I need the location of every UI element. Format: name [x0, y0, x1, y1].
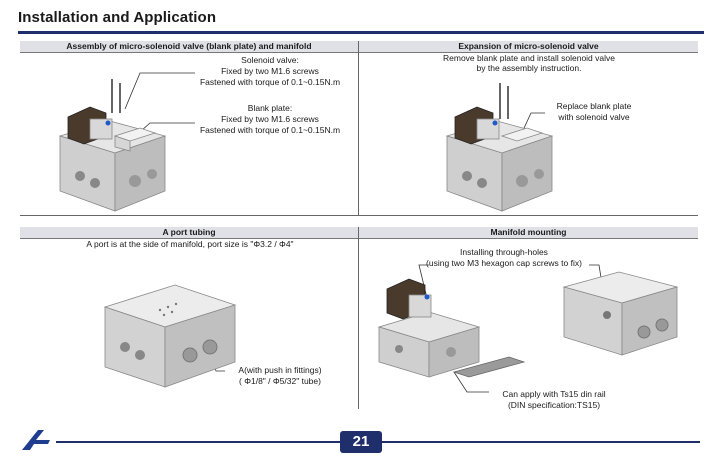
panel-assembly: Assembly of micro-solenoid valve (blank … [20, 41, 358, 215]
holes-callout-line2: (using two M3 hexagon cap screws to fix) [426, 258, 582, 268]
solenoid-torque: Fastened with torque of 0.1~0.15N.m [199, 77, 341, 87]
panel-header: Assembly of micro-solenoid valve (blank … [20, 41, 358, 53]
expansion-desc-line2: by the assembly instruction. [476, 63, 582, 73]
manifold-assembly-illustration [58, 72, 195, 212]
panel-header: A port tubing [20, 227, 358, 239]
expansion-desc-line1: Remove blank plate and install solenoid … [443, 53, 615, 63]
page-title: Installation and Application [18, 9, 217, 26]
aport-illustration [103, 284, 237, 388]
aport-callout-line2: ( Φ1/8" / Φ5/32" tube) [239, 376, 321, 386]
page-number: 21 [340, 431, 382, 453]
panel-header: Expansion of micro-solenoid valve [359, 41, 698, 53]
blank-fix: Fixed by two M1.6 screws [221, 114, 319, 124]
replace-callout-line1: Replace blank plate [556, 101, 632, 111]
replace-callout-line2: with solenoid valve [558, 112, 630, 122]
divider [358, 41, 359, 215]
solenoid-label: Solenoid valve: [241, 55, 299, 65]
panel-header: Manifold mounting [359, 227, 698, 239]
mounting-illustration [377, 264, 679, 393]
holes-callout-line1: Installing through-holes [460, 247, 548, 257]
expansion-illustration [445, 83, 554, 212]
panel-mounting: Manifold mounting Installing through-hol… [359, 227, 698, 410]
brand-logo [22, 430, 50, 450]
divider [358, 227, 359, 409]
din-callout-line2: (DIN specification:TS15) [507, 400, 601, 410]
aport-callout-line1: A(with push in fittings) [238, 365, 322, 375]
title-rule [18, 31, 704, 34]
blank-torque: Fastened with torque of 0.1~0.15N.m [199, 125, 341, 135]
blank-label: Blank plate: [247, 103, 293, 113]
din-callout-line1: Can apply with Ts15 din rail [502, 389, 606, 399]
panel-expansion: Expansion of micro-solenoid valve Remove… [359, 41, 698, 215]
divider [20, 215, 698, 216]
panel-aport: A port tubing A port is at the side of m… [20, 227, 358, 409]
aport-desc: A port is at the side of manifold, port … [86, 239, 294, 249]
solenoid-fix: Fixed by two M1.6 screws [221, 66, 319, 76]
